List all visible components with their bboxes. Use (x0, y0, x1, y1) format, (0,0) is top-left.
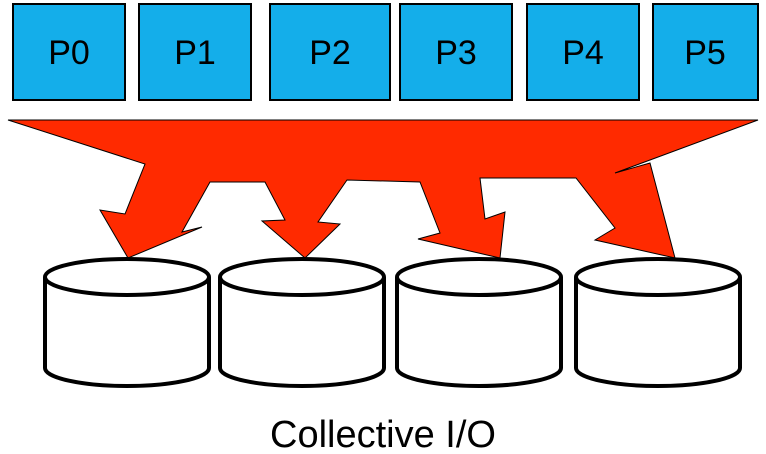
process-label: P3 (435, 34, 477, 72)
diagram-caption: Collective I/O (270, 414, 496, 454)
disk-cylinder (218, 257, 386, 388)
process-label: P5 (684, 34, 726, 72)
disk-cylinder (395, 257, 563, 388)
process-box-p1: P1 (138, 3, 252, 101)
process-box-p3: P3 (399, 3, 513, 101)
process-box-p0: P0 (12, 3, 126, 101)
collective-io-arrows (7, 119, 759, 259)
process-label: P1 (174, 34, 216, 72)
disk-cylinder (43, 257, 211, 388)
process-label: P4 (562, 34, 604, 72)
disk-cylinder (574, 257, 742, 388)
process-box-p5: P5 (652, 3, 759, 101)
process-label: P2 (309, 34, 351, 72)
process-label: P0 (48, 34, 90, 72)
disk-row (43, 257, 742, 388)
process-box-p4: P4 (526, 3, 640, 101)
process-box-p2: P2 (269, 3, 391, 101)
process-row: P0 P1 P2 P3 P4 P5 (12, 3, 759, 101)
